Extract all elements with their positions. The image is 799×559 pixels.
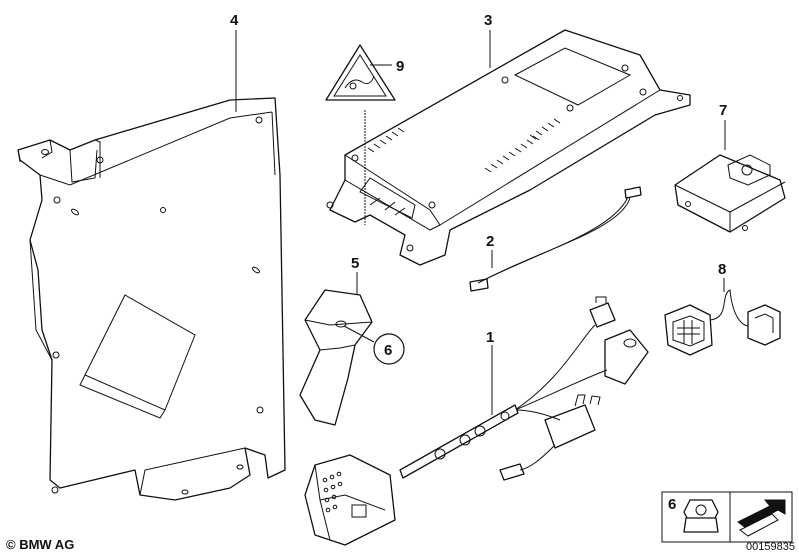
copyright-notice: © BMW AG (6, 537, 75, 552)
nut-icon (683, 499, 719, 533)
callout-1: 1 (486, 329, 494, 346)
part-3-control-unit[interactable] (326, 29, 691, 266)
callout-8: 8 (718, 261, 726, 278)
callout-6-circle (373, 333, 405, 365)
callout-4: 4 (230, 12, 239, 29)
callout-5: 5 (351, 255, 359, 272)
arrow-icon (737, 499, 786, 537)
legend-callout-6: 6 (668, 496, 676, 513)
document-number: 00159835 (746, 541, 795, 553)
callout-2: 2 (486, 233, 494, 250)
callout-6: 6 (384, 342, 392, 359)
part-2-cable[interactable] (469, 186, 642, 292)
part-5-clip[interactable] (299, 289, 373, 426)
callout-3: 3 (484, 12, 492, 29)
part-4-bracket[interactable] (17, 97, 286, 501)
part-8-connector-pair[interactable] (664, 289, 781, 356)
part-1-wiring-harness[interactable] (304, 296, 649, 546)
callout-9: 9 (396, 58, 404, 75)
part-9-warning-label[interactable] (325, 44, 396, 101)
part-7-module[interactable] (674, 154, 786, 233)
callout-7: 7 (719, 102, 727, 119)
